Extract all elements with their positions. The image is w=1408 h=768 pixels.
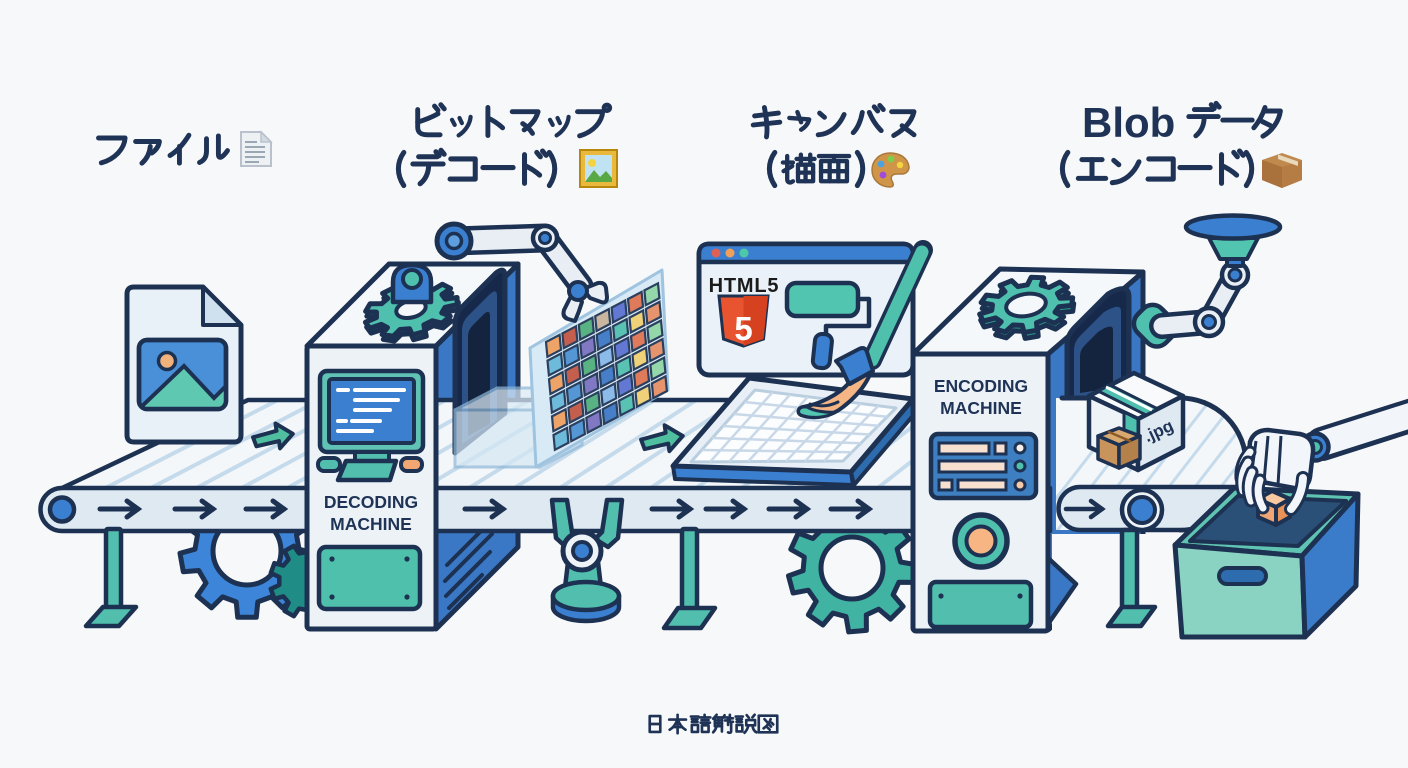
svg-text:ENCODING: ENCODING: [934, 376, 1028, 396]
svg-text:5: 5: [734, 310, 752, 347]
svg-text:HTML5: HTML5: [709, 275, 780, 297]
svg-text:MACHINE: MACHINE: [940, 398, 1022, 418]
svg-text:Blob: Blob: [1082, 99, 1175, 146]
svg-text:MACHINE: MACHINE: [330, 514, 412, 534]
svg-text:DECODING: DECODING: [324, 492, 418, 512]
